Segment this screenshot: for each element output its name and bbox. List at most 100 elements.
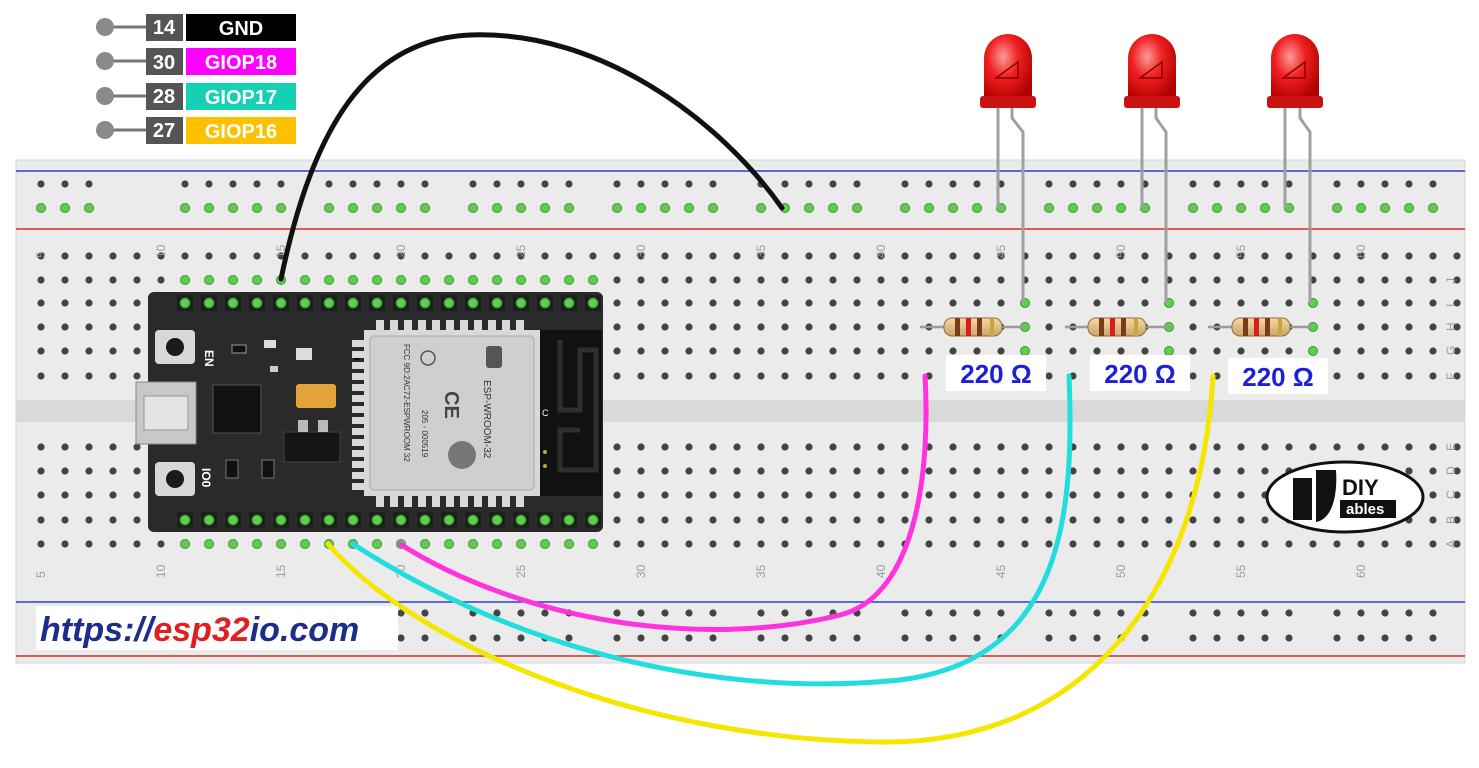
led-1 — [980, 34, 1036, 303]
site-url: https://esp32io.com — [40, 611, 359, 649]
breadboard-hole — [1237, 276, 1245, 284]
breadboard-hole — [1093, 467, 1101, 475]
breadboard-hole — [1429, 347, 1437, 355]
breadboard-hole — [637, 252, 645, 260]
breadboard-hole — [685, 347, 693, 355]
breadboard-hole — [685, 252, 693, 260]
breadboard-hole — [853, 252, 861, 260]
breadboard-hole — [685, 323, 693, 331]
breadboard-hole — [781, 372, 789, 380]
esp32-board: EN IO0 FCC 9D:2AC72-ESPWROOM 32 205 - 00… — [135, 292, 603, 532]
rail-hole — [805, 180, 813, 188]
legend-pin-gnd: 14 — [153, 17, 176, 39]
breadboard-hole — [1045, 372, 1053, 380]
breadboard-hole — [829, 347, 837, 355]
column-number: 10 — [154, 564, 168, 578]
rail-hole — [1044, 203, 1054, 213]
module-pin — [352, 340, 364, 347]
row-letter: B — [1444, 516, 1458, 524]
header-pin-pad — [371, 297, 383, 309]
rail-hole — [1261, 634, 1269, 642]
legend-row-giop17: 28 GIOP17 — [96, 83, 296, 110]
breadboard-hole — [1381, 323, 1389, 331]
module-pin — [376, 496, 384, 507]
breadboard-hole — [1117, 516, 1125, 524]
rail-hole — [973, 634, 981, 642]
rail-hole — [925, 609, 933, 617]
module-pin — [488, 320, 496, 331]
breadboard-hole — [1189, 347, 1197, 355]
breadboard-hole — [1021, 540, 1029, 548]
breadboard-hole — [949, 491, 957, 499]
rail-hole — [1069, 609, 1077, 617]
header-pin-pad — [203, 297, 215, 309]
rail-hole — [1212, 203, 1222, 213]
legend-row-gnd: 14 GND — [96, 14, 296, 41]
rail-hole — [828, 203, 838, 213]
column-number: 5 — [34, 251, 48, 258]
breadboard-hole — [877, 323, 885, 331]
breadboard-hole — [1261, 347, 1269, 355]
breadboard-hole — [1093, 516, 1101, 524]
breadboard-hole — [1405, 323, 1413, 331]
rail-hole — [1261, 180, 1269, 188]
breadboard-hole — [133, 372, 141, 380]
rail-hole — [373, 180, 381, 188]
breadboard-hole — [133, 491, 141, 499]
rail-hole — [1237, 609, 1245, 617]
breadboard-hole — [661, 323, 669, 331]
rail-hole — [900, 203, 910, 213]
breadboard-hole — [997, 299, 1005, 307]
column-number: 35 — [754, 244, 768, 258]
breadboard-hole — [1189, 516, 1197, 524]
rail-hole — [661, 609, 669, 617]
breadboard-hole — [805, 467, 813, 475]
rail-hole — [1429, 634, 1437, 642]
breadboard-hole — [85, 252, 93, 260]
breadboard-hole — [37, 276, 45, 284]
breadboard-hole — [1213, 491, 1221, 499]
breadboard-hole — [709, 299, 717, 307]
breadboard-hole — [709, 491, 717, 499]
module-pins — [352, 320, 524, 507]
row-letter: G — [1444, 346, 1458, 355]
rail-hole — [973, 180, 981, 188]
module-pin — [352, 384, 364, 391]
breadboard-hole — [1285, 299, 1293, 307]
header-pin-pad — [323, 514, 335, 526]
module-pin — [488, 496, 496, 507]
breadboard-hole — [1141, 252, 1149, 260]
breadboard-hole — [925, 252, 933, 260]
header-pin-pad — [179, 297, 191, 309]
legend-name-gnd: GND — [219, 18, 263, 40]
rail-hole — [781, 180, 789, 188]
breadboard-hole — [1213, 516, 1221, 524]
breadboard-hole — [829, 323, 837, 331]
breadboard-hole — [973, 252, 981, 260]
header-pin-pad — [467, 514, 479, 526]
breadboard-hole — [1261, 516, 1269, 524]
breadboard-hole — [733, 443, 741, 451]
breadboard-hole — [853, 347, 861, 355]
breadboard-hole — [61, 323, 69, 331]
breadboard-hole — [1453, 299, 1461, 307]
breadboard-hole — [877, 347, 885, 355]
breadboard-hole — [637, 347, 645, 355]
rail-hole — [1285, 609, 1293, 617]
rail-hole — [1405, 609, 1413, 617]
breadboard-hole — [949, 252, 957, 260]
rail-hole — [469, 634, 477, 642]
breadboard-hole — [613, 540, 621, 548]
breadboard-hole — [1213, 347, 1221, 355]
url-suffix: io — [250, 611, 280, 649]
breadboard-hole — [1285, 443, 1293, 451]
breadboard-hole — [1405, 540, 1413, 548]
rail-hole — [1116, 203, 1126, 213]
breadboard-hole — [853, 323, 861, 331]
rail-hole — [613, 634, 621, 642]
header-pin-pad — [443, 297, 455, 309]
resistor-2-label: 220 Ω — [1104, 359, 1175, 389]
rail-hole — [1189, 180, 1197, 188]
breadboard-hole — [1165, 443, 1173, 451]
rail-hole — [1357, 609, 1365, 617]
